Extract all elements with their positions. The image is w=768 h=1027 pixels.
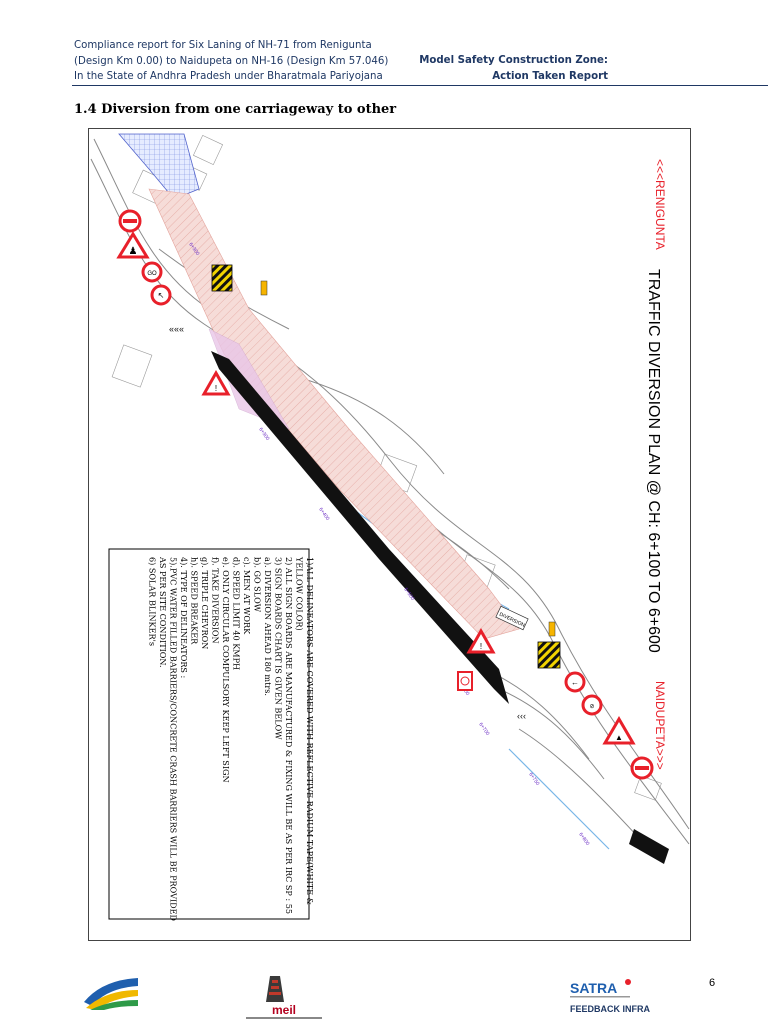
note-line-16: 6) SOLAR BLINKER's	[148, 557, 158, 646]
chevron-boards	[211, 264, 561, 669]
note-line-3: 2) ALL SIGN BOARDS ARE MANUFACTURED & FI…	[284, 557, 294, 914]
svg-text:←: ←	[571, 678, 579, 687]
note-line-7: c). MEN AT WORK	[242, 557, 252, 635]
svg-text:6+700: 6+700	[477, 722, 490, 737]
direction-renigunta: <<<RENIGUNTA	[653, 159, 667, 250]
note-line-1: 1)ALL DELINEATORS ARE COVERED WITH REFLE…	[305, 557, 315, 905]
small-chevrons: ««« ‹‹‹	[169, 324, 526, 721]
drawing-title: TRAFFIC DIVERSION PLAN @ CH: 6+100 TO 6+…	[645, 269, 662, 653]
nhai-logo	[82, 972, 140, 1012]
page-number: 6	[709, 977, 716, 989]
note-line-4: 3) SIGN BOARDS CHART IS GIVEN BELOW	[274, 557, 284, 740]
speed-limit-sign-icon	[457, 671, 473, 691]
note-line-2: YELLOW COLOR)	[295, 556, 305, 631]
section-title: 1.4 Diversion from one carriageway to ot…	[74, 102, 397, 117]
report-header-left: Compliance report for Six Laning of NH-7…	[74, 38, 404, 85]
svg-text:GO: GO	[147, 271, 157, 277]
diversion-end-marker	[629, 829, 669, 864]
existing-lane-area	[118, 133, 200, 200]
header-divider	[72, 85, 768, 86]
meil-logo: meil	[244, 972, 324, 1022]
solar-blinker-icons	[260, 280, 556, 637]
svg-text:⊘: ⊘	[589, 704, 594, 710]
svg-text:!: !	[215, 384, 217, 393]
note-line-5: a). DIVERSION AHEAD 180 mtrs.	[263, 557, 273, 696]
men-at-work-sign-icon: ♟	[116, 231, 150, 259]
svg-text:!: !	[480, 642, 482, 651]
keep-left-sign-icon: ↖	[150, 284, 172, 306]
drawing-canvas: 6+300 6+300 6+400 6+500 6+600 6+700 6+75…	[90, 133, 690, 922]
svg-text:♟: ♟	[129, 246, 138, 257]
svg-text:6+400: 6+400	[317, 507, 330, 522]
svg-text:6+300: 6+300	[257, 427, 270, 442]
traffic-diversion-drawing: 6+300 6+300 6+400 6+500 6+600 6+700 6+75…	[88, 128, 691, 941]
svg-text:‹‹‹: ‹‹‹	[517, 711, 526, 721]
note-line-8: d). SPEED LIMIT 40 KMPH	[232, 557, 242, 670]
keep-left-arrow-sign-icon: ←	[564, 671, 586, 693]
note-line-11: g). TRIPLE CHEVRON	[200, 557, 210, 649]
meil-logo-text: meil	[272, 1003, 296, 1017]
no-entry-sign-icon	[118, 209, 142, 233]
work-zone-hatch-2	[208, 328, 290, 430]
note-line-9: e). ONLY CIRCULAR COMPULSORY KEEP LEFT S…	[221, 557, 231, 783]
diversion-carriageway	[211, 351, 509, 704]
svg-text:6+800: 6+800	[577, 832, 590, 847]
road-signs: ♟ GO ↖ ! ! ←	[116, 209, 654, 780]
report-header-right: Model Safety Construction Zone: Action T…	[419, 53, 608, 84]
no-overtaking-sign-icon: ⊘	[581, 694, 603, 716]
note-line-13: 4). TYPE OF DELINEATORS :	[179, 557, 189, 678]
svg-text:▲: ▲	[615, 733, 623, 742]
chevron-board-2-icon	[537, 641, 561, 669]
notes-box: 1)ALL DELINEATORS ARE COVERED WITH REFLE…	[108, 548, 315, 922]
header-line-3: In the State of Andhra Pradesh under Bha…	[74, 71, 383, 82]
note-line-14: 5).PVC WATER FILLED BARRIERS/CONCRETE CR…	[169, 557, 179, 922]
speed-breaker-sign-icon: ▲	[602, 716, 636, 745]
header-line-1: Compliance report for Six Laning of NH-7…	[74, 40, 372, 51]
note-line-15: AS PER SITE CONDITION.	[158, 556, 168, 668]
note-line-12: h). SPEED BREAKER	[190, 557, 200, 645]
note-line-6: b). GO SLOW	[253, 557, 263, 613]
feedback-infra-text: FEEDBACK INFRA	[570, 1004, 650, 1014]
direction-naidupeta: NAIDUPETA>>>	[653, 681, 667, 770]
chevron-board-icon	[211, 264, 233, 292]
svg-text:«««: «««	[169, 324, 184, 334]
satra-logo: SATRA FEEDBACK INFRA	[566, 977, 656, 1021]
no-entry-sign-2-icon	[630, 756, 654, 780]
svg-text:↖: ↖	[158, 291, 165, 300]
header-right-line-1: Model Safety Construction Zone:	[419, 55, 608, 66]
svg-text:6+750: 6+750	[527, 772, 540, 787]
warning-sign-icon: !	[201, 369, 231, 396]
go-slow-sign-icon: GO	[141, 261, 163, 283]
warning-sign-2-icon: !	[466, 627, 496, 654]
satra-logo-text: SATRA	[570, 980, 617, 996]
header-right-line-2: Action Taken Report	[492, 70, 608, 82]
note-line-10: f). TAKE DIVERSION	[211, 557, 221, 644]
header-line-2: (Design Km 0.00) to Naidupeta on NH-16 (…	[74, 55, 389, 67]
